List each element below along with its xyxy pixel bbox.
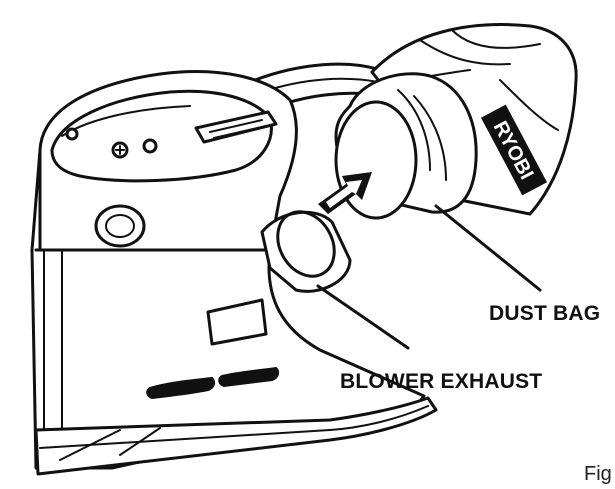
figure-label: Fig [584,463,612,485]
screw-hole [142,138,158,154]
brand-logo [480,104,548,196]
arrow-right-icon [318,172,372,214]
side-knob [94,204,146,248]
sander-top-face [50,89,273,183]
vent-panel [206,298,268,346]
blower-exhaust-label: BLOWER EXHAUST [340,370,542,393]
vent-slot [146,376,216,400]
dust-bag: RYOBI [334,23,578,220]
detail-sander [30,62,438,476]
dust-bag-label: DUST BAG [489,302,600,325]
dust-bag-leader-line [434,204,542,292]
exhaust-tube [260,210,352,293]
dust-bag-opening [334,100,418,220]
blower-exhaust-port [260,210,352,293]
vent-slot [218,366,280,388]
blower-exhaust-leader-line [316,284,410,350]
screw-hole [65,127,79,141]
